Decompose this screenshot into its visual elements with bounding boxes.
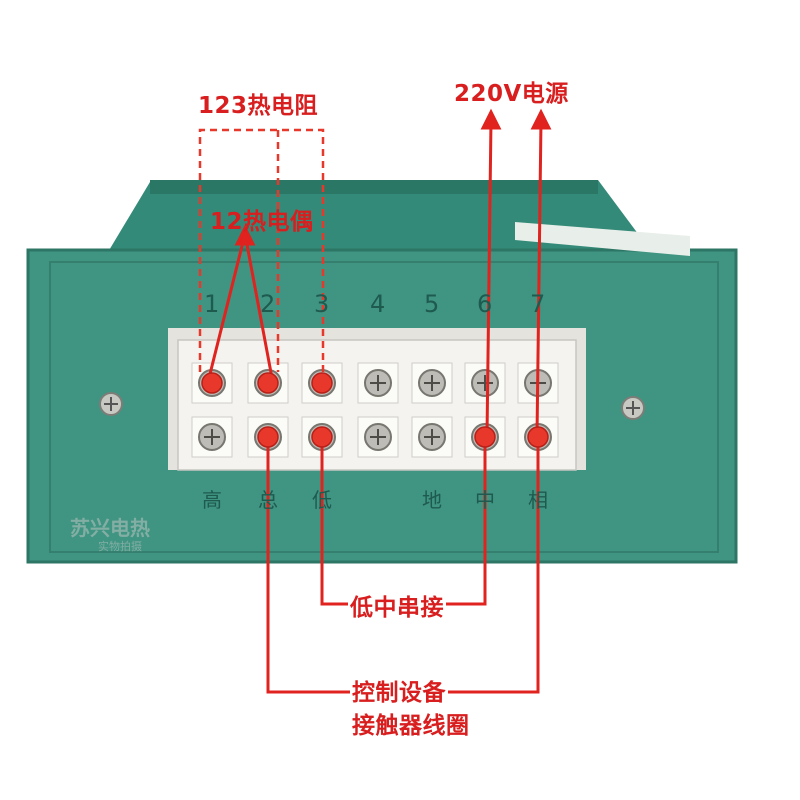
front-panel-inner-border [49, 261, 719, 553]
terminal-screw-icon [411, 416, 453, 458]
power-arrow-1-icon [480, 108, 502, 130]
terminal-number: 1 [204, 290, 220, 318]
panel-terminal-label: 总 [258, 488, 278, 512]
terminal-marker-dot [257, 426, 279, 448]
terminal-marker-dot [311, 372, 333, 394]
watermark-subtext: 实物拍摄 [98, 540, 142, 553]
terminal-marker-dot [527, 426, 549, 448]
terminal-number: 4 [370, 290, 386, 318]
left-screw-icon [99, 392, 123, 416]
rtd-dashed-bracket [198, 128, 325, 372]
front-panel-border [26, 248, 738, 564]
terminal-number: 6 [477, 290, 493, 318]
power-wire-2 [535, 119, 543, 437]
terminal-marker-dot [201, 372, 223, 394]
rtd-label: 123热电阻 [198, 93, 319, 119]
power-arrow-2-icon [530, 108, 552, 130]
terminal-screw-icon [357, 416, 399, 458]
spec-sticker [515, 222, 690, 256]
terminal-number: 2 [260, 290, 276, 318]
control-label-line1: 控制设备 [350, 673, 448, 707]
watermark-text: 苏兴电热 [70, 516, 150, 540]
terminal-marker-dot [474, 426, 496, 448]
panel-terminal-label: 中 [475, 488, 495, 512]
right-screw-icon [621, 396, 645, 420]
panel-terminal-label: 高 [202, 488, 222, 512]
panel-terminal-label: 相 [528, 488, 548, 512]
control-label-line2: 接触器线圈 [350, 706, 472, 740]
thermocouple-label: 12热电偶 [210, 209, 314, 235]
device-top-edge [150, 180, 598, 194]
terminal-screw-icon [411, 362, 453, 404]
power-wire-1 [485, 119, 493, 437]
series-label: 低中串接 [348, 588, 446, 622]
terminal-screw-icon [191, 416, 233, 458]
terminal-screw-icon [357, 362, 399, 404]
terminal-marker-dot [257, 372, 279, 394]
thermocouple-arrow-icon [234, 224, 256, 246]
panel-terminal-label: 低 [312, 488, 332, 512]
power-label: 220V电源 [454, 81, 569, 107]
terminal-screw-icon [464, 362, 506, 404]
terminal-number: 7 [530, 290, 546, 318]
panel-terminal-label: 地 [422, 488, 442, 512]
terminal-number: 5 [424, 290, 440, 318]
terminal-number: 3 [314, 290, 330, 318]
terminal-marker-dot [311, 426, 333, 448]
